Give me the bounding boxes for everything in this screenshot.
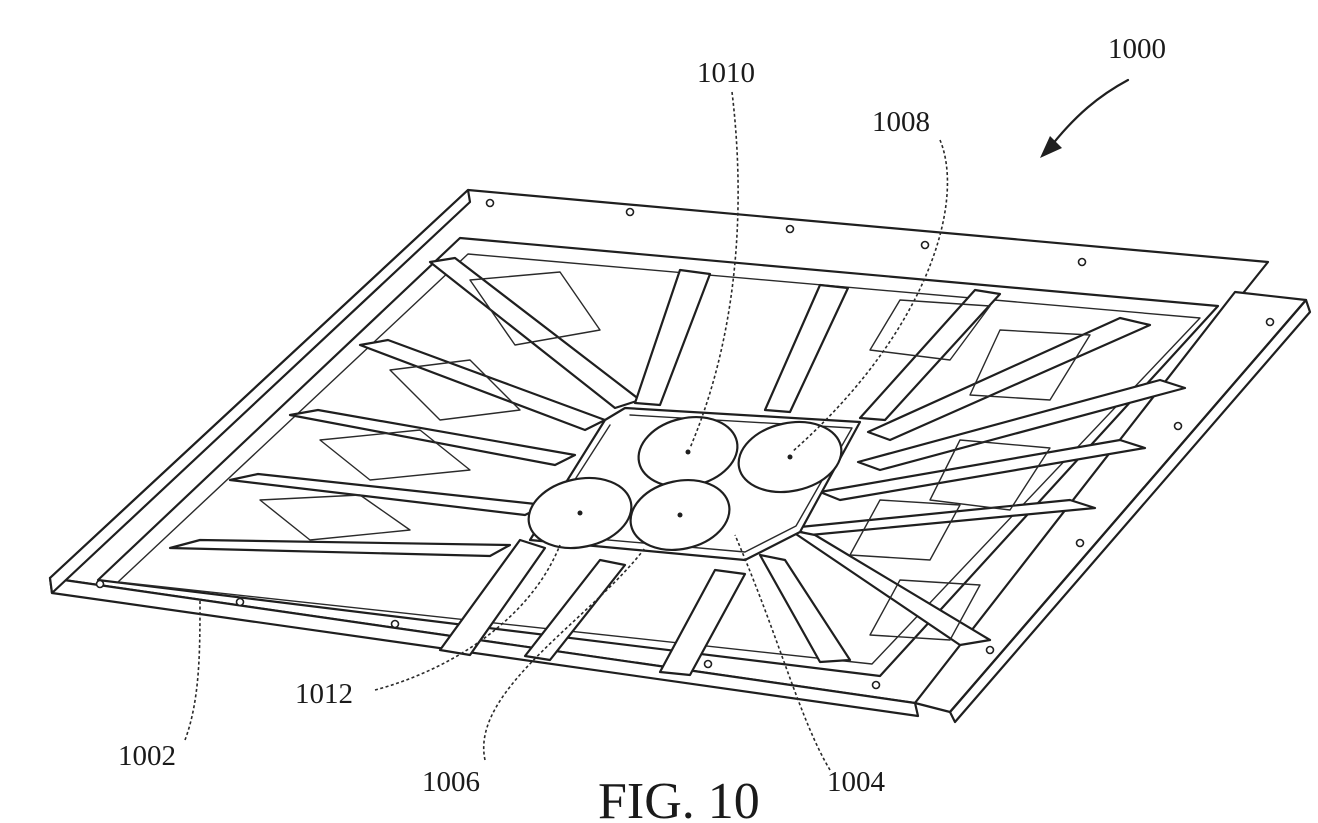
strut-t-2 xyxy=(763,283,850,414)
arrowhead-1000 xyxy=(1040,136,1062,158)
window-4 xyxy=(259,494,411,541)
label-1002: 1002 xyxy=(118,740,176,772)
leader-1006 xyxy=(482,547,646,761)
strut-b-4 xyxy=(758,553,852,664)
arrow-1000 xyxy=(1046,78,1130,152)
strut-b-3 xyxy=(658,568,747,677)
strut-t-1 xyxy=(633,268,712,407)
window-9 xyxy=(869,579,981,641)
label-1006: 1006 xyxy=(422,766,480,798)
strut-ur-3 xyxy=(856,378,1187,472)
window-3 xyxy=(319,429,471,481)
label-1010: 1010 xyxy=(697,57,755,89)
label-1008: 1008 xyxy=(872,106,930,138)
strut-r-1 xyxy=(818,438,1147,502)
leader-1002 xyxy=(184,599,201,741)
window-1 xyxy=(469,271,601,346)
strut-b-2 xyxy=(523,558,627,662)
strut-ur-2 xyxy=(866,316,1152,442)
strut-b-1 xyxy=(438,538,547,657)
leader-1012 xyxy=(374,544,561,691)
window-7 xyxy=(929,439,1051,511)
support-struts xyxy=(168,256,1187,677)
leader-lines xyxy=(184,78,1130,771)
label-1012: 1012 xyxy=(295,678,353,710)
frame-lower-right-rail-edge xyxy=(948,298,1312,724)
reference-labels: 1000 1010 1008 1012 1002 1006 1004 xyxy=(118,33,1166,798)
window-8 xyxy=(849,499,961,561)
label-1004: 1004 xyxy=(827,766,886,798)
window-6 xyxy=(969,329,1091,401)
strut-ur-1 xyxy=(858,288,1002,422)
leader-1010 xyxy=(689,91,739,449)
window-5 xyxy=(869,299,991,361)
window-2 xyxy=(389,359,521,421)
strut-l-2 xyxy=(168,538,512,558)
discs xyxy=(527,416,843,551)
label-1000: 1000 xyxy=(1108,33,1166,65)
frame-left-side xyxy=(48,188,472,595)
strut-ul-3 xyxy=(288,408,577,467)
strut-b-5 xyxy=(788,528,992,647)
frame-inner-lip xyxy=(117,253,1201,665)
leader-1008 xyxy=(791,139,949,453)
figure-caption: FIG. 10 xyxy=(598,773,760,823)
leader-1004 xyxy=(734,534,831,771)
